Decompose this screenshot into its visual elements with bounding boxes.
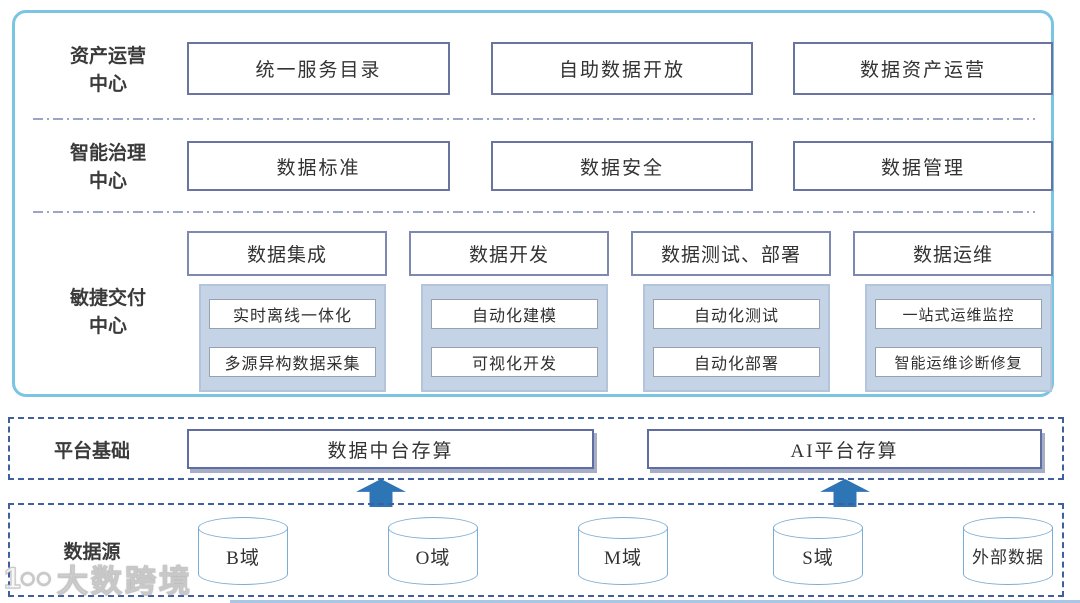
box-data-management: 数据管理 (793, 141, 1053, 191)
box-data-security: 数据安全 (491, 141, 753, 191)
agile-header-test-deploy: 数据测试、部署 (631, 231, 831, 276)
box-data-standard: 数据标准 (187, 141, 450, 191)
box-ai-platform-storage: AI平台存算 (647, 429, 1042, 469)
agile-header-data-integration: 数据集成 (187, 231, 387, 276)
layer-label-agile-delivery: 敏捷交付 中心 (69, 288, 146, 337)
cylinder-label: S域 (802, 548, 834, 569)
agile-item: 智能运维诊断修复 (875, 347, 1042, 377)
layer-label-asset-ops: 资产运营 中心 (69, 46, 146, 95)
box-data-middle-platform-storage: 数据中台存算 (187, 429, 594, 469)
agile-header-data-development: 数据开发 (409, 231, 609, 276)
bottom-edge-line (230, 600, 1080, 603)
layer-label-data-sources: 数据源 (63, 542, 121, 563)
agile-panel-test-deploy: 自动化测试 自动化部署 (643, 284, 830, 392)
agile-item: 可视化开发 (431, 347, 598, 377)
agile-header-data-ops: 数据运维 (853, 231, 1053, 276)
box-unified-service-catalog: 统一服务目录 (187, 42, 450, 95)
agile-panel-data-ops: 一站式运维监控 智能运维诊断修复 (865, 284, 1052, 392)
cylinder-o-domain: O域 (388, 517, 478, 585)
database-icon (388, 517, 478, 539)
cylinder-b-domain: B域 (198, 517, 288, 585)
database-icon (773, 517, 863, 539)
divider-line (33, 118, 1035, 120)
layer-label-platform-base: 平台基础 (53, 441, 130, 462)
platform-base-panel: 平台基础 数据中台存算 AI平台存算 (8, 417, 1064, 480)
cylinder-label: B域 (226, 548, 260, 569)
cylinder-label: O域 (415, 548, 451, 569)
agile-item: 自动化测试 (653, 299, 820, 329)
database-icon (578, 517, 668, 539)
box-data-asset-operation: 数据资产运营 (793, 42, 1053, 95)
layer-label-governance: 智能治理 中心 (69, 143, 146, 192)
agile-item: 实时离线一体化 (209, 299, 376, 329)
cylinder-s-domain: S域 (773, 517, 863, 585)
divider-line (33, 211, 1035, 213)
database-icon (773, 527, 863, 585)
cylinder-external-data: 外部数据 (963, 517, 1053, 585)
cylinder-label: 外部数据 (972, 548, 1044, 567)
cylinder-m-domain: M域 (578, 517, 668, 585)
database-icon (963, 517, 1053, 539)
box-self-service-data-open: 自助数据开放 (491, 42, 753, 95)
agile-item: 一站式运维监控 (875, 299, 1042, 329)
agile-item: 自动化部署 (653, 347, 820, 377)
data-center-panel: 资产运营 中心 统一服务目录 自助数据开放 数据资产运营 智能治理 中心 数据标… (12, 10, 1054, 397)
agile-panel-data-development: 自动化建模 可视化开发 (421, 284, 608, 392)
agile-panel-data-integration: 实时离线一体化 多源异构数据采集 (199, 284, 386, 392)
agile-item: 自动化建模 (431, 299, 598, 329)
agile-item: 多源异构数据采集 (209, 347, 376, 377)
cylinder-label: M域 (604, 548, 642, 569)
data-sources-panel: 数据源 B域 O域 M域 S域 外部数据 (8, 503, 1064, 597)
database-icon (198, 517, 288, 539)
